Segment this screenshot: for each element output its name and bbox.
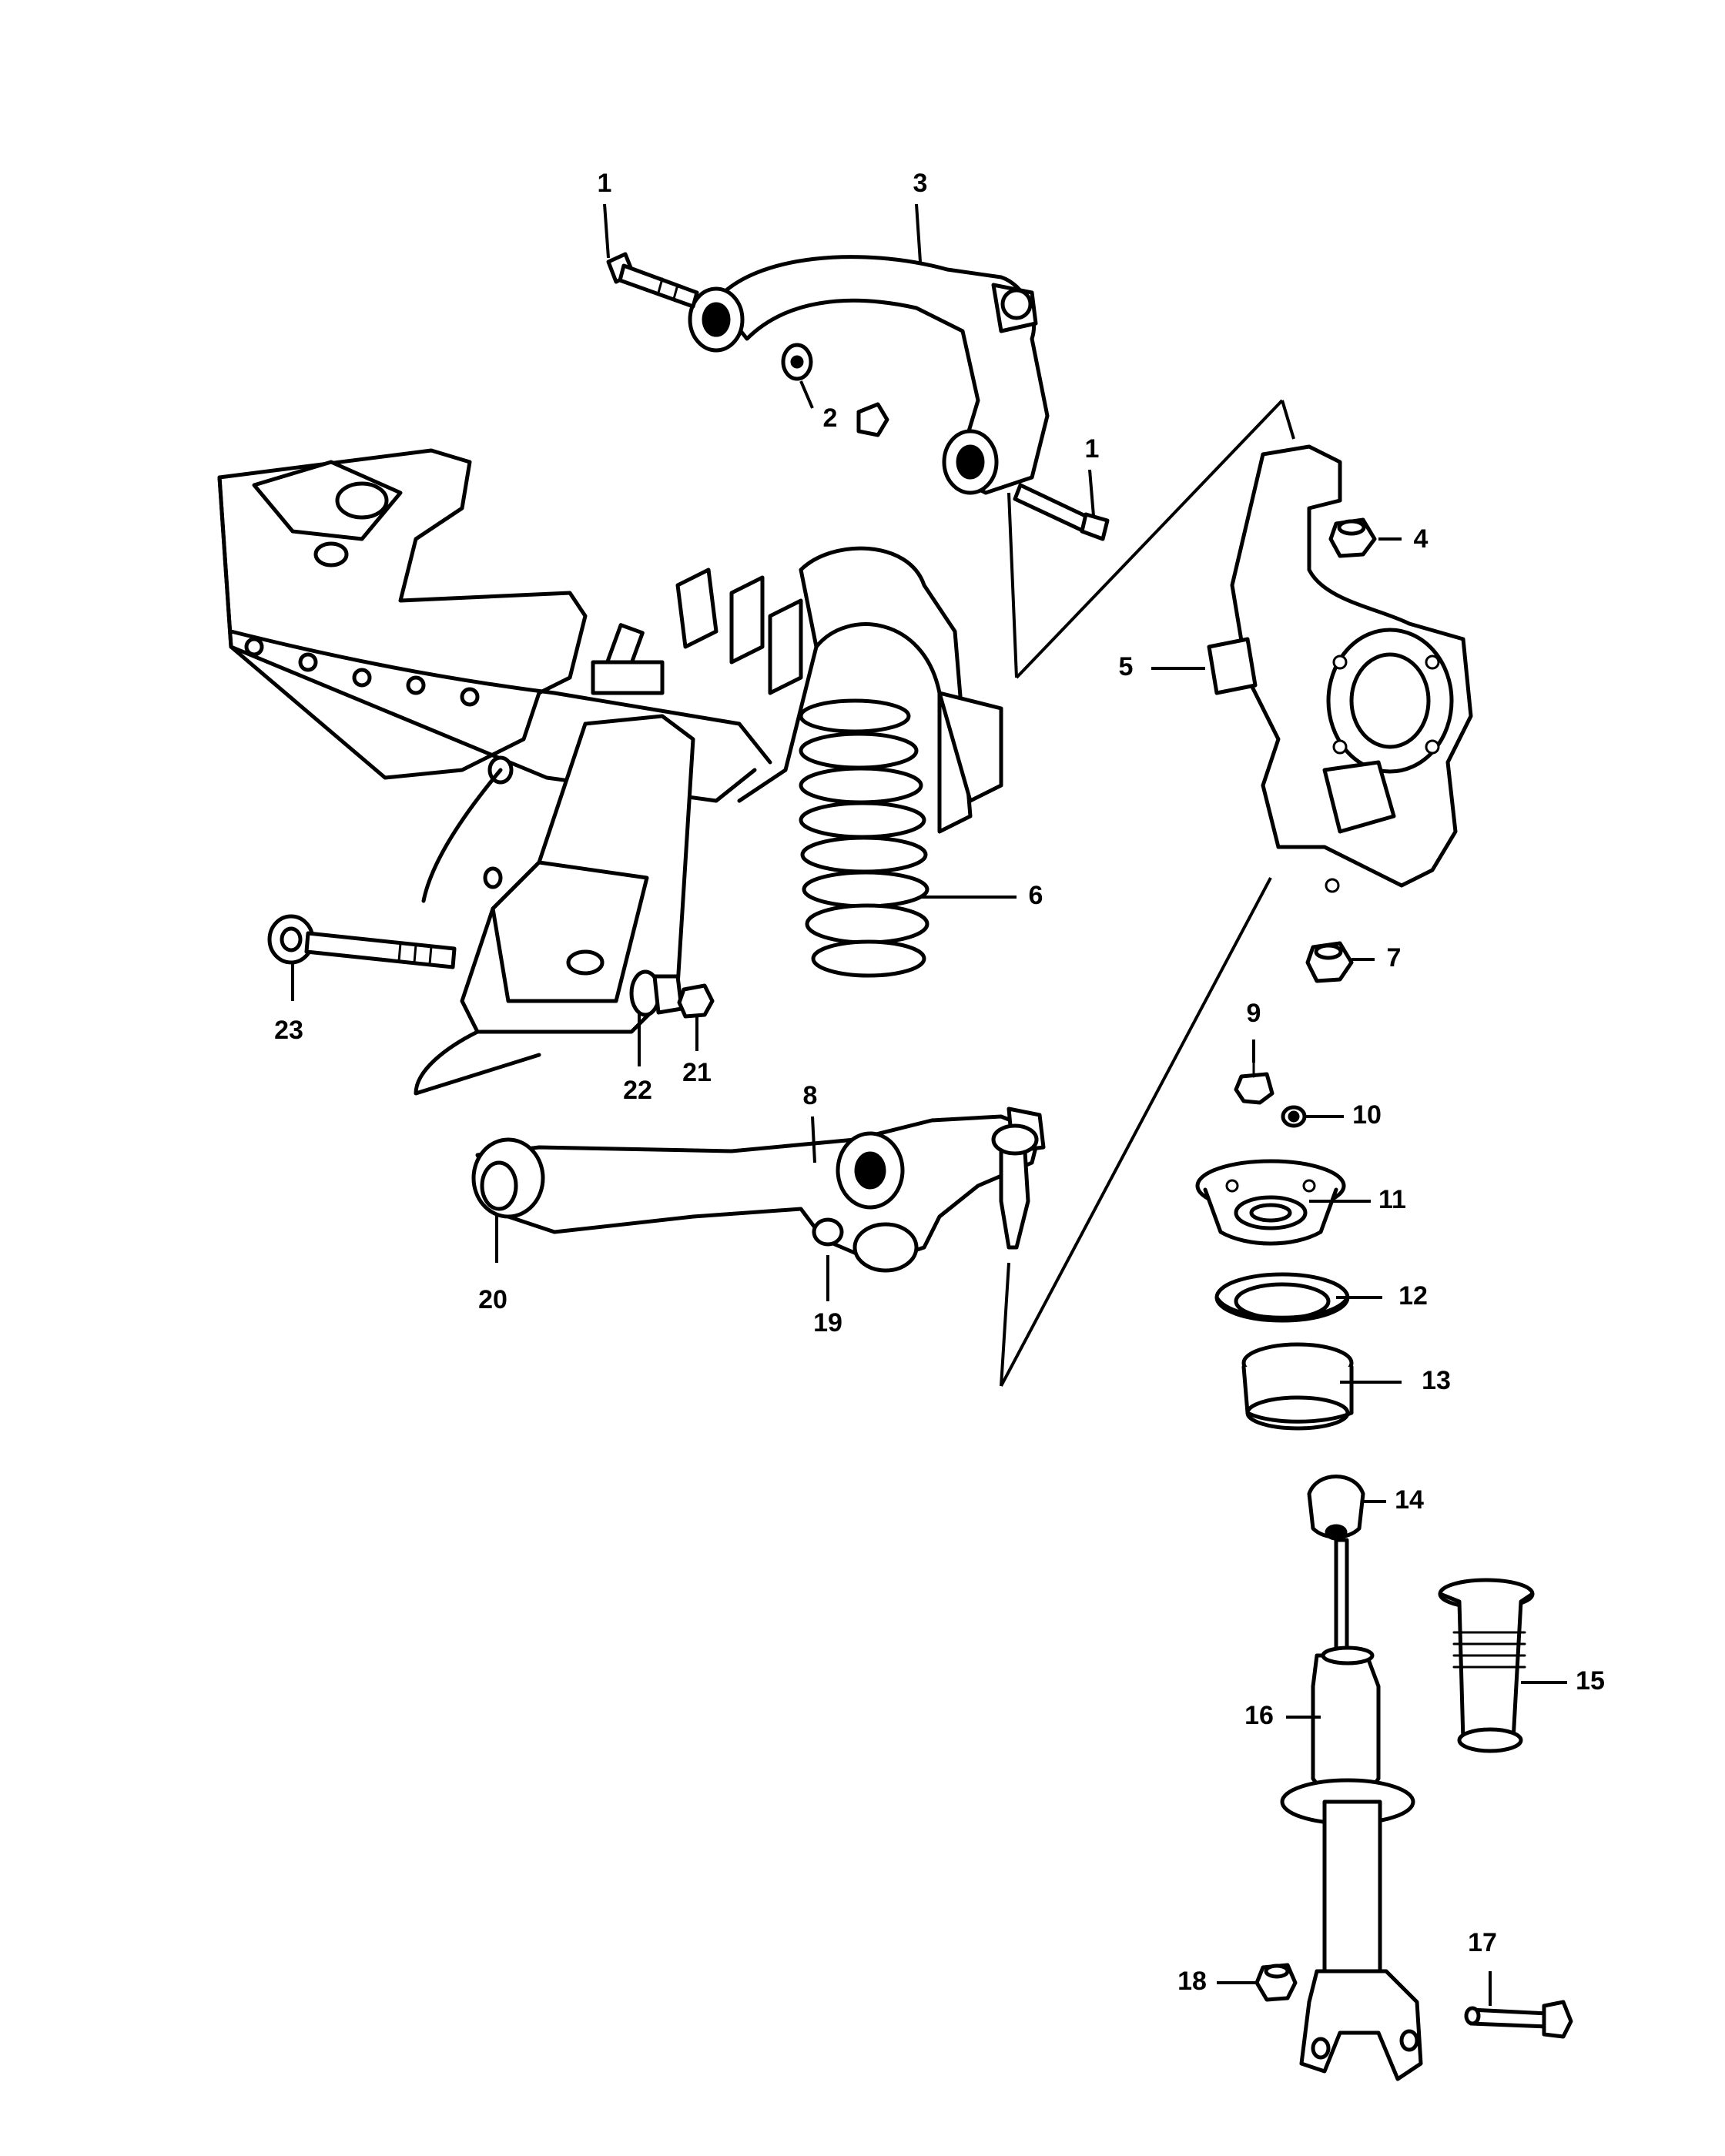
nut-18 bbox=[1254, 1963, 1298, 2002]
callout-16: 16 bbox=[1244, 1701, 1274, 1730]
bolt-17 bbox=[1464, 2000, 1573, 2039]
callout-9: 9 bbox=[1247, 999, 1261, 1028]
washer-10 bbox=[1281, 1105, 1307, 1128]
dust-boot bbox=[1438, 1578, 1535, 1753]
callout-13: 13 bbox=[1422, 1366, 1451, 1395]
upper-mount bbox=[1195, 1159, 1346, 1246]
spring-tower bbox=[737, 546, 1003, 834]
callout-7: 7 bbox=[1387, 943, 1402, 973]
callout-11: 11 bbox=[1378, 1185, 1406, 1214]
callout-4: 4 bbox=[1414, 524, 1429, 554]
bolt-1-upper bbox=[606, 252, 699, 309]
upper-isolator bbox=[1214, 1272, 1350, 1323]
explode-lines bbox=[1000, 399, 1295, 1387]
callout-1b: 1 bbox=[1085, 434, 1100, 464]
cam-washer bbox=[781, 343, 889, 437]
callout-17: 17 bbox=[1468, 1928, 1497, 1957]
callout-6: 6 bbox=[1029, 881, 1043, 910]
callout-2: 2 bbox=[823, 403, 838, 433]
nut-9 bbox=[1234, 1061, 1274, 1105]
callout-18: 18 bbox=[1177, 1967, 1207, 1996]
bolt-1-lower bbox=[1013, 483, 1110, 541]
coil-spring bbox=[799, 698, 929, 978]
nut-4 bbox=[1328, 517, 1377, 558]
frame-assembly bbox=[217, 448, 803, 803]
callout-labels: 1 1 2 3 4 5 6 7 8 9 10 11 12 13 14 15 16… bbox=[274, 169, 1605, 1996]
callout-14: 14 bbox=[1395, 1485, 1424, 1515]
steering-knuckle bbox=[1207, 444, 1473, 893]
callout-15: 15 bbox=[1576, 1666, 1605, 1696]
callout-12: 12 bbox=[1398, 1281, 1428, 1311]
shock-absorber bbox=[1280, 1538, 1423, 2081]
callout-23: 23 bbox=[274, 1016, 303, 1045]
callout-19: 19 bbox=[813, 1308, 842, 1337]
nut-21 bbox=[677, 983, 715, 1019]
callout-20: 20 bbox=[478, 1285, 507, 1314]
spring-seat bbox=[1241, 1342, 1354, 1431]
nut-7 bbox=[1305, 941, 1354, 983]
cam-bolt bbox=[267, 914, 457, 969]
lower-mount-bracket bbox=[414, 714, 695, 1096]
callout-leaders bbox=[291, 203, 1567, 2006]
callout-21: 21 bbox=[682, 1058, 712, 1087]
upper-control-arm bbox=[688, 255, 1050, 495]
lower-control-arm bbox=[471, 1106, 1046, 1273]
callout-8: 8 bbox=[803, 1081, 818, 1110]
callout-1a: 1 bbox=[598, 169, 612, 198]
callout-22: 22 bbox=[623, 1076, 652, 1105]
jounce-bumper bbox=[1307, 1475, 1365, 1541]
callout-10: 10 bbox=[1352, 1100, 1382, 1130]
cam-washer-22 bbox=[629, 969, 684, 1017]
callout-3: 3 bbox=[913, 169, 928, 198]
callout-5: 5 bbox=[1119, 652, 1134, 681]
